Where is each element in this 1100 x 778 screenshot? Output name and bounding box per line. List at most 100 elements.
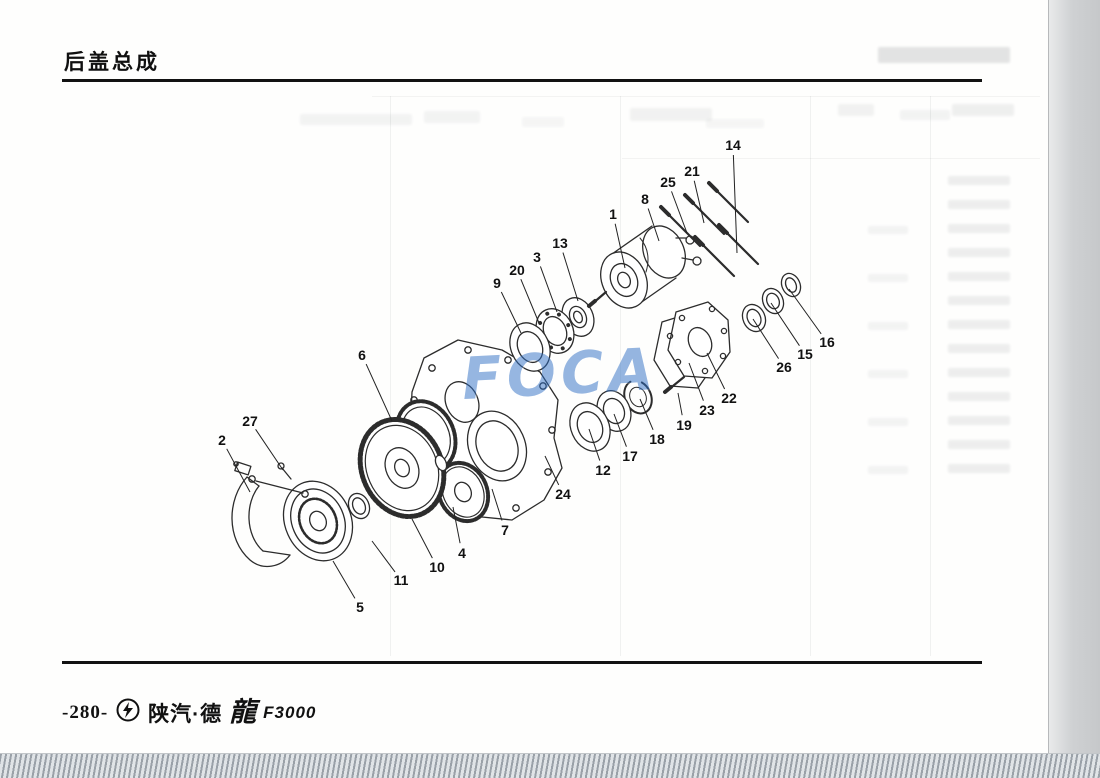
callout-6: 6 bbox=[358, 347, 366, 363]
bleed-artifact bbox=[948, 440, 1010, 449]
page-number: -280- bbox=[62, 701, 109, 723]
leader-line-5 bbox=[332, 560, 356, 599]
part-gear-small bbox=[435, 460, 491, 524]
callout-18: 18 bbox=[649, 431, 665, 447]
bleed-artifact bbox=[948, 320, 1010, 329]
scan-edge-right bbox=[1048, 0, 1100, 753]
bleed-artifact bbox=[630, 108, 712, 121]
bleed-artifact bbox=[838, 104, 874, 116]
callout-25: 25 bbox=[660, 174, 676, 190]
leader-line-2 bbox=[226, 448, 251, 493]
fastener-bolts bbox=[587, 181, 760, 394]
leader-line-4 bbox=[452, 506, 461, 544]
callout-22: 22 bbox=[721, 390, 737, 406]
bleed-artifact bbox=[868, 466, 908, 474]
bleed-artifact bbox=[424, 111, 480, 123]
header-rule bbox=[62, 79, 982, 82]
callout-13: 13 bbox=[552, 235, 568, 251]
callout-2: 2 bbox=[218, 432, 226, 448]
bleed-table-line bbox=[930, 96, 931, 656]
leader-line-1 bbox=[614, 223, 626, 269]
bleed-artifact bbox=[868, 370, 908, 378]
callout-8: 8 bbox=[641, 191, 649, 207]
leader-line-6 bbox=[365, 363, 393, 422]
part-cylinder-housing bbox=[600, 225, 702, 309]
bleed-artifact bbox=[948, 224, 1010, 233]
leader-line-14 bbox=[732, 154, 738, 254]
leader-line-21 bbox=[693, 180, 705, 224]
callout-24: 24 bbox=[555, 486, 571, 502]
bleed-table-line bbox=[372, 96, 1040, 97]
leader-line-10 bbox=[411, 518, 433, 559]
bleed-artifact bbox=[522, 117, 564, 127]
callout-20: 20 bbox=[509, 262, 525, 278]
callout-5: 5 bbox=[356, 599, 364, 615]
leader-line-11 bbox=[371, 540, 396, 573]
bleed-artifact bbox=[952, 104, 1014, 116]
bleed-table-line bbox=[620, 96, 621, 656]
leader-line-15 bbox=[770, 302, 800, 346]
callout-layer: 1234567891011121314151617181920212223242… bbox=[218, 137, 835, 615]
leader-line-13 bbox=[562, 252, 579, 302]
callout-14: 14 bbox=[725, 137, 741, 153]
callout-19: 19 bbox=[676, 417, 692, 433]
part-shift-fork bbox=[231, 461, 309, 568]
leader-line-18 bbox=[639, 398, 654, 430]
shacman-logo-icon bbox=[115, 697, 141, 728]
bleed-artifact bbox=[948, 296, 1010, 305]
callout-3: 3 bbox=[533, 249, 541, 265]
leader-line-3 bbox=[539, 266, 558, 313]
leader-line-8 bbox=[647, 208, 660, 242]
callout-27: 27 bbox=[242, 413, 258, 429]
leader-line-25 bbox=[671, 191, 688, 234]
leader-line-24 bbox=[544, 455, 560, 486]
bleed-artifact bbox=[948, 392, 1010, 401]
part-key bbox=[434, 454, 448, 472]
bleed-artifact bbox=[948, 200, 1010, 209]
callout-7: 7 bbox=[501, 522, 509, 538]
bleed-artifact bbox=[868, 274, 908, 282]
bleed-artifact bbox=[868, 226, 908, 234]
callout-26: 26 bbox=[776, 359, 792, 375]
scan-edge-bottom bbox=[0, 753, 1100, 778]
bleed-artifact bbox=[706, 119, 764, 128]
callout-21: 21 bbox=[684, 163, 700, 179]
footer: -280- 陕汽·德 龍 F3000 bbox=[62, 697, 316, 728]
bleed-artifact bbox=[868, 418, 908, 426]
brand-model: F3000 bbox=[263, 702, 317, 722]
bleed-artifact bbox=[878, 47, 1010, 63]
callout-9: 9 bbox=[493, 275, 501, 291]
leader-line-7 bbox=[491, 488, 503, 521]
leader-line-9 bbox=[500, 291, 522, 334]
leader-line-19 bbox=[677, 392, 683, 416]
bleed-table-line bbox=[622, 158, 1040, 159]
part-bearing-front bbox=[509, 322, 551, 372]
page-title: 后盖总成 bbox=[64, 50, 160, 74]
leader-line-26 bbox=[752, 318, 779, 359]
leader-line-23 bbox=[688, 362, 704, 401]
bleed-artifact bbox=[948, 368, 1010, 377]
leader-line-16 bbox=[788, 288, 822, 335]
bleed-table-line bbox=[390, 96, 391, 656]
part-seal-rings bbox=[741, 272, 802, 333]
bleed-artifact bbox=[948, 176, 1010, 185]
part-release-hub bbox=[282, 480, 354, 562]
leader-line-22 bbox=[706, 352, 726, 390]
callout-23: 23 bbox=[699, 402, 715, 418]
leader-line-12 bbox=[588, 428, 601, 461]
leader-line-27 bbox=[255, 429, 284, 471]
watermark: FOCA bbox=[460, 334, 661, 414]
bleed-artifact bbox=[868, 322, 908, 330]
bleed-artifact bbox=[948, 344, 1010, 353]
part-output-bearing bbox=[569, 402, 611, 452]
leader-line-17 bbox=[613, 413, 627, 447]
part-end-cover bbox=[666, 301, 731, 379]
bleed-artifact bbox=[948, 416, 1010, 425]
callout-11: 11 bbox=[394, 572, 409, 588]
bleed-artifact bbox=[948, 248, 1010, 257]
callout-1: 1 bbox=[609, 206, 617, 222]
callout-10: 10 bbox=[429, 559, 445, 575]
bleed-artifact bbox=[900, 110, 950, 120]
